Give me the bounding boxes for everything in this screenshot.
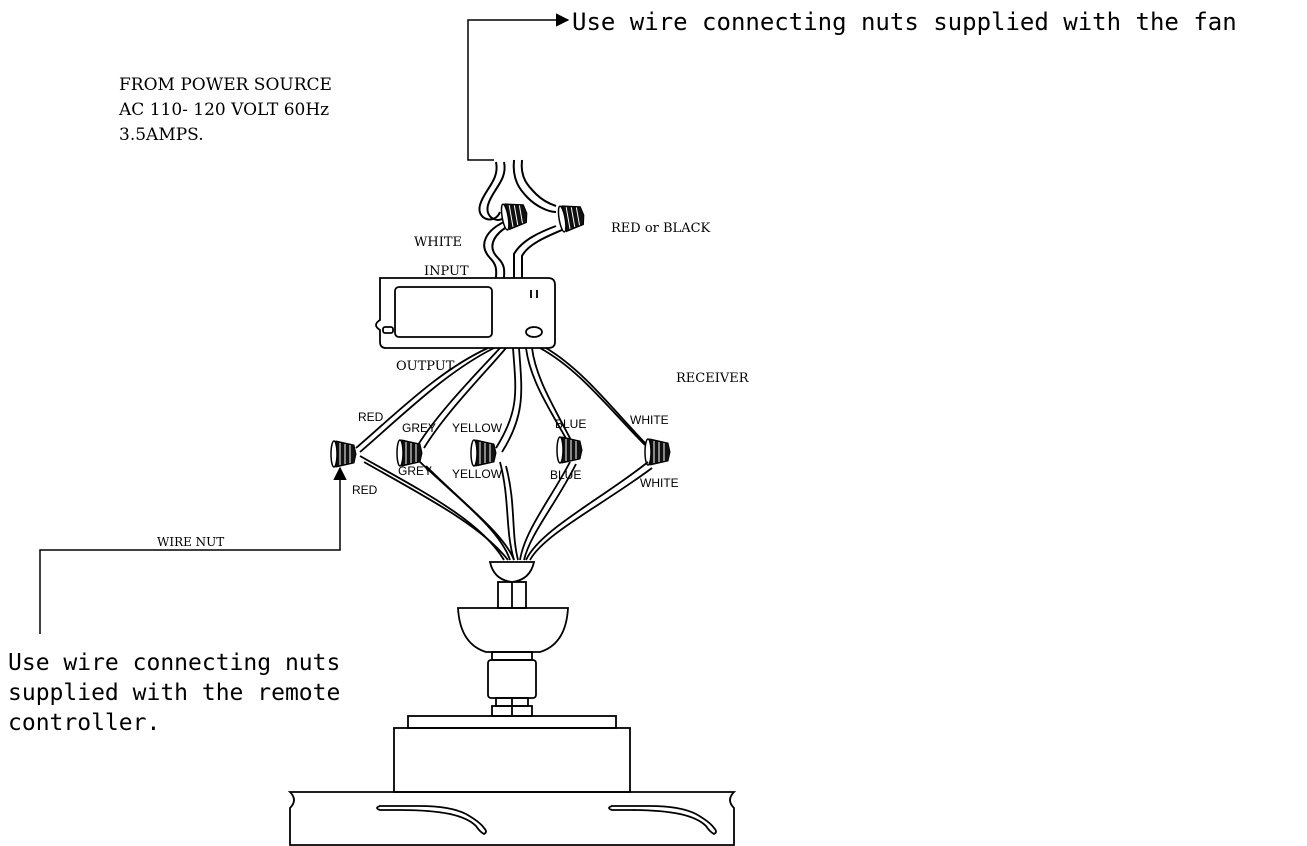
input-wire-nut-white (499, 199, 530, 232)
fan-blade-plate (287, 791, 737, 846)
fan-canopy-bowl (457, 607, 569, 653)
output-nut-yellow (470, 439, 497, 467)
power-source-text: FROM POWER SOURCE AC 110- 120 VOLT 60Hz … (118, 75, 332, 145)
output-nut-white (644, 438, 671, 466)
power-source-line-2: AC 110- 120 VOLT 60Hz (118, 100, 329, 120)
power-source-line-1: FROM POWER SOURCE (119, 75, 332, 95)
input-label: INPUT (424, 264, 469, 279)
output-nut-blue (556, 436, 583, 464)
fan-nuts-leader-line (467, 13, 570, 161)
fan-motor-top (407, 715, 617, 729)
white-input-label: WHITE (414, 235, 462, 250)
wire-label-yellow-upper: YELLOW (452, 421, 503, 435)
fan-canopy-cup (488, 561, 536, 583)
wire-label-red-upper: RED (358, 410, 384, 424)
receiver-antenna-hole (525, 326, 543, 338)
fan-motor-housing (393, 727, 631, 793)
fan-nuts-callout: Use wire connecting nuts supplied with t… (467, 8, 1237, 161)
input-wires (478, 159, 563, 279)
wire-label-red-lower: RED (352, 483, 378, 497)
remote-nuts-line-2: supplied with the remote (8, 680, 340, 706)
wire-nut-label: WIRE NUT (157, 535, 224, 549)
red-or-black-label: RED or BLACK (611, 221, 711, 236)
receiver-label: RECEIVER (676, 371, 750, 386)
receiver-label-panel (394, 286, 493, 338)
wire-label-grey-lower: GREY (398, 464, 432, 478)
wire-nut-callout: WIRE NUT Use wire connecting nuts suppli… (8, 466, 347, 736)
output-wires-upper (355, 347, 651, 453)
receiver-box (375, 277, 556, 349)
wire-label-grey-upper: GREY (402, 421, 436, 435)
wire-label-white-lower: WHITE (640, 476, 679, 490)
input-wire-nut-red (556, 201, 587, 234)
wire-label-yellow-lower: YELLOW (452, 467, 503, 481)
wire-label-blue-upper: BLUE (555, 417, 586, 431)
fan-coupler (491, 651, 533, 661)
fan-nuts-text: Use wire connecting nuts supplied with t… (572, 8, 1237, 36)
blade-slot-left (376, 805, 487, 836)
output-nut-red (330, 440, 357, 468)
wire-label-white-upper: WHITE (630, 413, 669, 427)
fan-lead-wires (359, 455, 653, 561)
blade-slot-right (608, 805, 717, 836)
power-source-line-3: 3.5AMPS. (119, 125, 204, 145)
output-nut-grey (396, 439, 423, 467)
wire-label-blue-lower: BLUE (550, 468, 581, 482)
wire-nut-leader-line (39, 466, 347, 634)
fan-body (287, 561, 737, 846)
remote-nuts-line-1: Use wire connecting nuts (8, 650, 340, 676)
remote-nuts-line-3: controller. (8, 710, 160, 736)
wire-color-labels: RED GREY YELLOW BLUE WHITE RED GREY YELL… (352, 410, 679, 497)
fan-coupler-collar (487, 659, 537, 699)
output-label: OUTPUT (396, 359, 455, 374)
